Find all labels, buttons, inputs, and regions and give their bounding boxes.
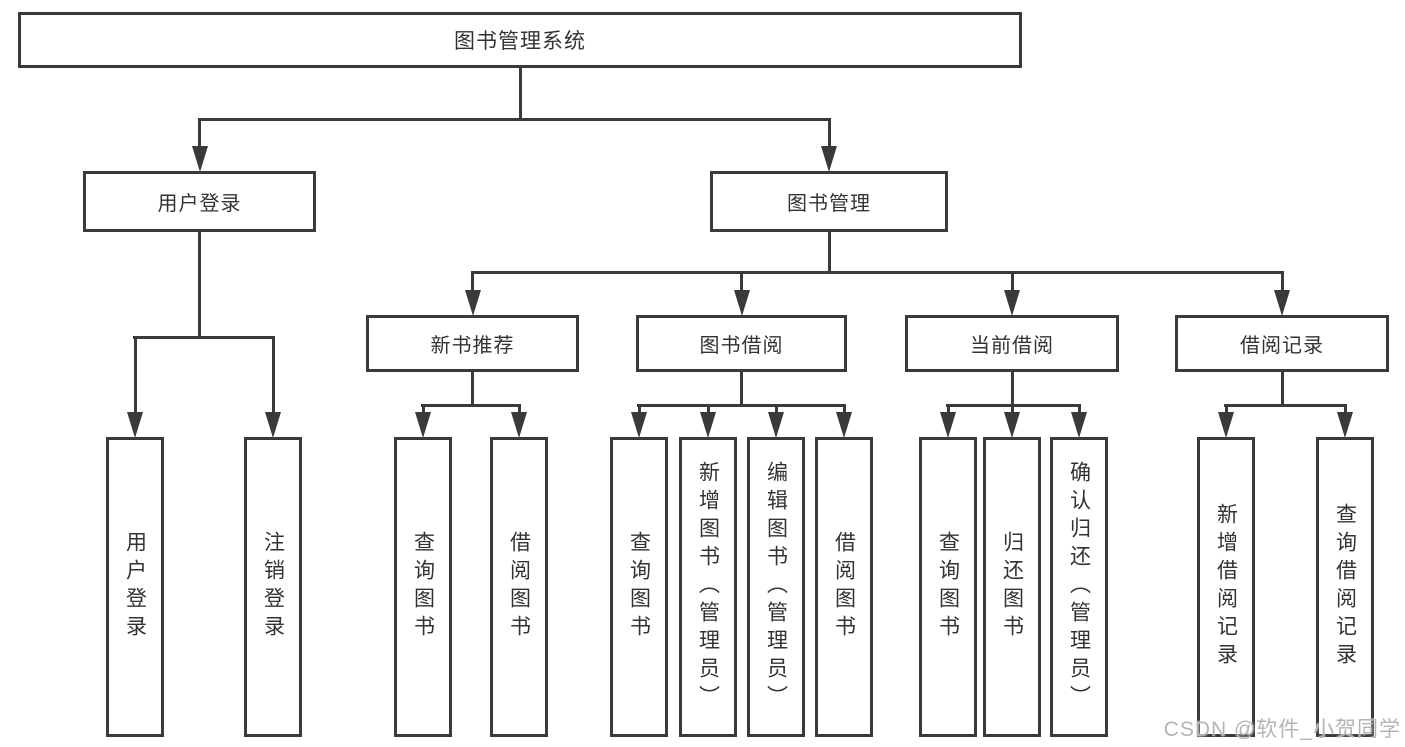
connector-line-drop	[827, 118, 831, 149]
connector-line-drop	[1010, 404, 1014, 415]
arrow-down-icon	[940, 412, 956, 438]
connector-line-drop	[133, 336, 137, 415]
connector-line-vertical	[827, 231, 831, 274]
arrow-down-icon	[1071, 412, 1087, 438]
node-leaf-borrow-books: 借阅图书	[815, 437, 873, 737]
node-label: 新增借阅记录	[1214, 503, 1238, 671]
connector-line-vertical	[198, 231, 201, 339]
node-label: 借阅图书	[832, 531, 856, 643]
connector-line-drop	[842, 404, 846, 415]
node-label: 借阅记录	[1240, 335, 1324, 357]
node-leaf-return-books: 归还图书	[983, 437, 1041, 737]
node-current-borrowing: 当前借阅	[905, 315, 1119, 372]
connector-line-drop	[421, 404, 425, 415]
node-label: 用户登录	[157, 193, 242, 215]
arrow-down-icon	[700, 412, 716, 438]
connector-line-drop	[774, 404, 778, 415]
connector-line-drop	[198, 118, 201, 149]
node-leaf-add-books-admin: 新增图书（管理员）	[679, 437, 737, 737]
arrow-down-icon	[464, 290, 481, 316]
connector-line-vertical	[1280, 371, 1284, 407]
connector-line-horizontal	[1224, 404, 1347, 407]
node-label: 归还图书	[1000, 531, 1024, 643]
watermark: CSDN @软件_小贺同学	[1163, 718, 1401, 741]
connector-line-vertical	[518, 66, 522, 121]
node-label: 借阅图书	[507, 531, 531, 643]
connector-line-horizontal	[421, 404, 521, 407]
node-leaf-edit-books-admin: 编辑图书（管理员）	[747, 437, 805, 737]
arrow-down-icon	[1337, 412, 1353, 438]
connector-line-drop	[1224, 404, 1228, 415]
node-label: 查询借阅记录	[1333, 503, 1357, 671]
node-leaf-query-books-recommend: 查询图书	[394, 437, 452, 737]
connector-line-drop	[517, 404, 521, 415]
node-label: 图书借阅	[699, 335, 784, 357]
connector-line-horizontal	[133, 336, 275, 339]
node-book-management-system: 图书管理系统	[18, 12, 1022, 68]
arrow-down-icon	[1274, 290, 1290, 316]
node-leaf-query-borrow-record: 查询借阅记录	[1316, 437, 1374, 737]
arrow-down-icon	[733, 290, 750, 316]
connector-line-drop	[1343, 404, 1347, 415]
connector-line-horizontal	[637, 404, 846, 407]
node-leaf-query-books-current: 查询图书	[919, 437, 977, 737]
arrow-down-icon	[821, 146, 837, 172]
connector-line-horizontal	[946, 404, 1081, 407]
node-user-login: 用户登录	[83, 171, 316, 232]
node-book-management: 图书管理	[710, 171, 948, 232]
connector-line-drop	[1077, 404, 1081, 415]
node-label: 编辑图书（管理员）	[764, 461, 788, 713]
node-label: 确认归还（管理员）	[1067, 461, 1091, 713]
node-label: 查询图书	[411, 531, 435, 643]
connector-line-vertical	[1010, 371, 1014, 407]
connector-line-drop	[1010, 271, 1014, 293]
connector-line-drop	[1280, 271, 1284, 293]
node-label: 注销登录	[261, 531, 285, 643]
node-label: 查询图书	[936, 531, 960, 643]
node-label: 新增图书（管理员）	[696, 461, 720, 713]
connector-line-drop	[706, 404, 710, 415]
arrow-down-icon	[836, 412, 852, 438]
node-label: 用户登录	[123, 531, 147, 643]
node-label: 查询图书	[627, 531, 651, 643]
node-borrowing-records: 借阅记录	[1175, 315, 1389, 372]
node-label: 新书推荐	[430, 335, 515, 357]
node-leaf-query-books-borrow: 查询图书	[610, 437, 668, 737]
connector-line-horizontal	[471, 271, 1284, 274]
connector-line-drop	[946, 404, 950, 415]
arrow-down-icon	[127, 412, 143, 438]
arrow-down-icon	[1004, 290, 1020, 316]
connector-line-drop	[471, 271, 474, 293]
arrow-down-icon	[768, 412, 784, 438]
connector-line-drop	[271, 336, 275, 415]
node-label: 图书管理	[787, 193, 871, 215]
connector-line-vertical	[471, 371, 474, 407]
connector-line-horizontal	[198, 118, 831, 121]
node-label: 图书管理系统	[454, 30, 586, 53]
connector-line-drop	[637, 404, 641, 415]
arrow-down-icon	[1004, 412, 1020, 438]
arrow-down-icon	[191, 146, 208, 172]
arrow-down-icon	[511, 412, 527, 438]
node-leaf-confirm-return-admin: 确认归还（管理员）	[1050, 437, 1108, 737]
arrow-down-icon	[631, 412, 647, 438]
node-leaf-user-login: 用户登录	[106, 437, 164, 737]
node-leaf-logout: 注销登录	[244, 437, 302, 737]
arrow-down-icon	[265, 412, 281, 438]
connector-line-drop	[740, 271, 743, 293]
arrow-down-icon	[1218, 412, 1234, 438]
node-leaf-add-borrow-record: 新增借阅记录	[1197, 437, 1255, 737]
arrow-down-icon	[415, 412, 431, 438]
node-label: 当前借阅	[970, 335, 1054, 357]
node-new-book-recommendation: 新书推荐	[366, 315, 579, 372]
node-book-borrowing: 图书借阅	[636, 315, 847, 372]
connector-line-vertical	[740, 371, 743, 407]
node-leaf-borrow-books-recommend: 借阅图书	[490, 437, 548, 737]
